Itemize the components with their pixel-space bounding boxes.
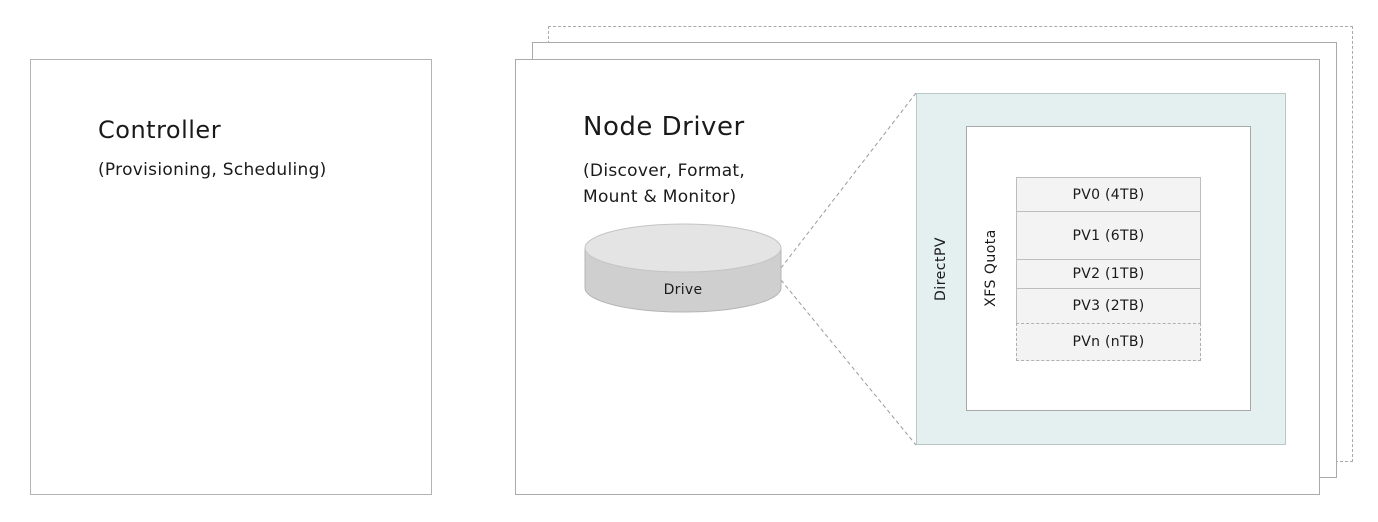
drive-label: Drive [663,282,703,298]
node-driver-title: Node Driver [583,112,745,142]
controller-box: Controller (Provisioning, Scheduling) [30,59,432,495]
controller-title: Controller [98,116,222,144]
pv-block-placeholder: PVn (nTB) [1016,323,1201,361]
pv-label: PV1 (6TB) [1072,227,1145,244]
zoom-guide-bottom [780,279,917,446]
pv-block: PV2 (1TB) [1016,259,1201,289]
pv-label: PVn (nTB) [1072,334,1145,350]
pv-block: PV3 (2TB) [1016,288,1201,324]
pv-label: PV0 (4TB) [1072,186,1145,203]
controller-subtitle: (Provisioning, Scheduling) [98,160,327,180]
pv-label: PV3 (2TB) [1072,298,1145,314]
drive-icon [584,223,782,313]
node-driver-subtitle: (Discover, Format, Mount & Monitor) [583,158,745,210]
pv-label: PV2 (1TB) [1072,266,1145,282]
zoom-guide-top [780,92,917,269]
node-driver-subtitle-line2: Mount & Monitor) [583,187,737,207]
node-driver-subtitle-line1: (Discover, Format, [583,161,746,181]
